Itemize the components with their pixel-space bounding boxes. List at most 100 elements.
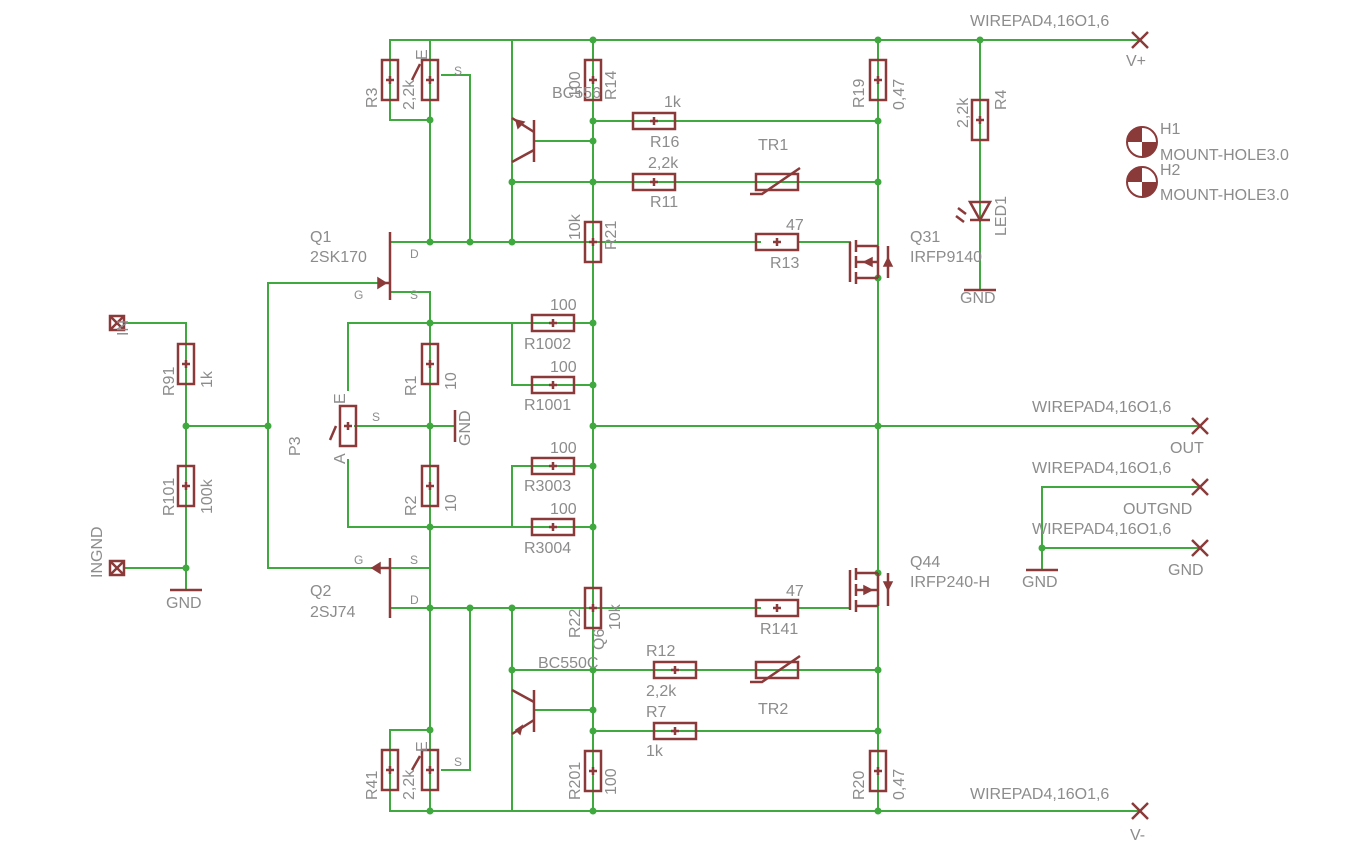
label-pin-g-q1: G <box>354 288 363 302</box>
mosfet-q44 <box>848 568 894 612</box>
label-h2-val: MOUNT-HOLE3.0 <box>1160 187 1289 204</box>
resistor-r1002 <box>530 313 576 333</box>
potentiometer-bottom <box>410 748 440 792</box>
label-r141: R141 <box>760 621 798 638</box>
resistor-r21 <box>583 220 603 264</box>
pad-in-icon <box>108 314 126 332</box>
label-q6-val: BC550C <box>538 655 598 672</box>
resistor-r4 <box>970 98 990 142</box>
pad-gnd-icon <box>1191 539 1209 557</box>
label-q2-val: 2SJ74 <box>310 604 355 621</box>
label-r201-val: 100 <box>603 768 620 795</box>
label-pin-s-q2: S <box>410 553 418 567</box>
mount-holes <box>1126 126 1158 198</box>
label-r1001-val: 100 <box>550 359 577 376</box>
label-r14-val: 100 <box>567 71 584 98</box>
label-r4: R4 <box>993 89 1010 110</box>
label-q1-val: 2SK170 <box>310 249 367 266</box>
label-wp-vminus: WIREPAD4,16O1,6 <box>970 786 1109 803</box>
gnd-symbols <box>170 288 1058 592</box>
resistor-r7 <box>652 721 698 741</box>
label-tr1: TR1 <box>758 137 788 154</box>
label-r1002: R1002 <box>524 336 571 353</box>
label-vplus: V+ <box>1126 53 1146 70</box>
label-r91-val: 1k <box>199 370 216 388</box>
resistors-vertical <box>176 58 990 793</box>
label-r11: R11 <box>650 194 678 211</box>
label-vminus: V- <box>1130 827 1145 844</box>
label-r101-val: 100k <box>199 478 216 514</box>
label-gnd-out: GND <box>1022 574 1058 591</box>
pad-ingnd-icon <box>108 559 126 577</box>
resistor-r19 <box>868 58 888 102</box>
label-r12: R12 <box>646 643 675 660</box>
label-r3004: R3004 <box>524 540 571 557</box>
label-r201: R201 <box>567 762 584 800</box>
label-r101: R101 <box>161 478 178 516</box>
label-r13: R13 <box>770 255 799 272</box>
jfet-q2 <box>370 558 392 618</box>
label-p-top-val: 2,2k <box>401 79 418 110</box>
led1 <box>955 200 993 223</box>
pad-out-icon <box>1191 417 1209 435</box>
label-r3004-val: 100 <box>550 501 577 518</box>
bjt-q6 <box>511 688 536 736</box>
label-r3003-val: 100 <box>550 440 577 457</box>
label-pin-e-bot: E <box>414 741 431 752</box>
label-pin-e-p3: E <box>332 393 349 404</box>
mount-hole-h1-icon <box>1126 126 1158 158</box>
label-h1-val: MOUNT-HOLE3.0 <box>1160 147 1289 164</box>
label-wp-vplus: WIREPAD4,16O1,6 <box>970 13 1109 30</box>
thermistor-tr1 <box>750 166 801 196</box>
resistor-r14 <box>583 58 603 102</box>
label-q6: Q6 <box>591 629 608 650</box>
label-r1-val: 10 <box>443 372 460 390</box>
resistor-r20 <box>868 749 888 793</box>
resistor-r1 <box>420 342 440 386</box>
label-p-bot-val: 2,2k <box>401 769 418 800</box>
text-labels: WIREPAD4,16O1,6 V+ WIREPAD4,16O1,6 OUT W… <box>166 13 1289 844</box>
wire-pads <box>108 31 1209 820</box>
label-r22: R22 <box>567 609 584 638</box>
resistor-r12 <box>652 660 698 680</box>
label-r4-val: 2,2k <box>955 97 972 128</box>
label-outgnd: OUTGND <box>1123 501 1192 518</box>
resistor-r91 <box>176 342 196 386</box>
label-p3: P3 <box>287 436 304 456</box>
label-r14: R14 <box>603 71 620 100</box>
label-gnd-in: GND <box>166 595 202 612</box>
resistor-r3004 <box>530 517 576 537</box>
label-ingnd: INGND <box>89 526 106 578</box>
potentiometer-top <box>410 58 440 102</box>
label-pin-s-q1: S <box>410 288 418 302</box>
label-r19: R19 <box>851 79 868 108</box>
mount-hole-h2-icon <box>1126 166 1158 198</box>
label-wp-gnd: WIREPAD4,16O1,6 <box>1032 521 1171 538</box>
label-r7-val: 1k <box>646 743 664 760</box>
label-r1: R1 <box>403 375 420 396</box>
label-r16: R16 <box>650 134 679 151</box>
label-r2-val: 10 <box>443 494 460 512</box>
label-pin-e-top: E <box>414 49 431 60</box>
resistor-r13 <box>754 232 800 252</box>
resistor-r101 <box>176 464 196 508</box>
thermistor-tr2 <box>750 654 801 684</box>
label-gnd-pad: GND <box>1168 562 1204 579</box>
pad-outgnd-icon <box>1191 478 1209 496</box>
label-r1002-val: 100 <box>550 297 577 314</box>
resistor-r41 <box>380 748 400 792</box>
label-q1: Q1 <box>310 229 331 246</box>
label-r141-val: 47 <box>786 583 804 600</box>
resistor-r16 <box>631 111 677 131</box>
label-r3: R3 <box>364 87 381 108</box>
resistor-r3 <box>380 58 400 102</box>
label-pin-a-p3: A <box>332 453 349 464</box>
label-r2: R2 <box>403 495 420 516</box>
resistor-r141 <box>754 598 800 618</box>
resistor-r2 <box>420 464 440 508</box>
resistor-r201 <box>583 749 603 793</box>
resistor-r11 <box>631 172 677 192</box>
label-r41: R41 <box>364 771 381 800</box>
label-gnd-led: GND <box>960 290 996 307</box>
